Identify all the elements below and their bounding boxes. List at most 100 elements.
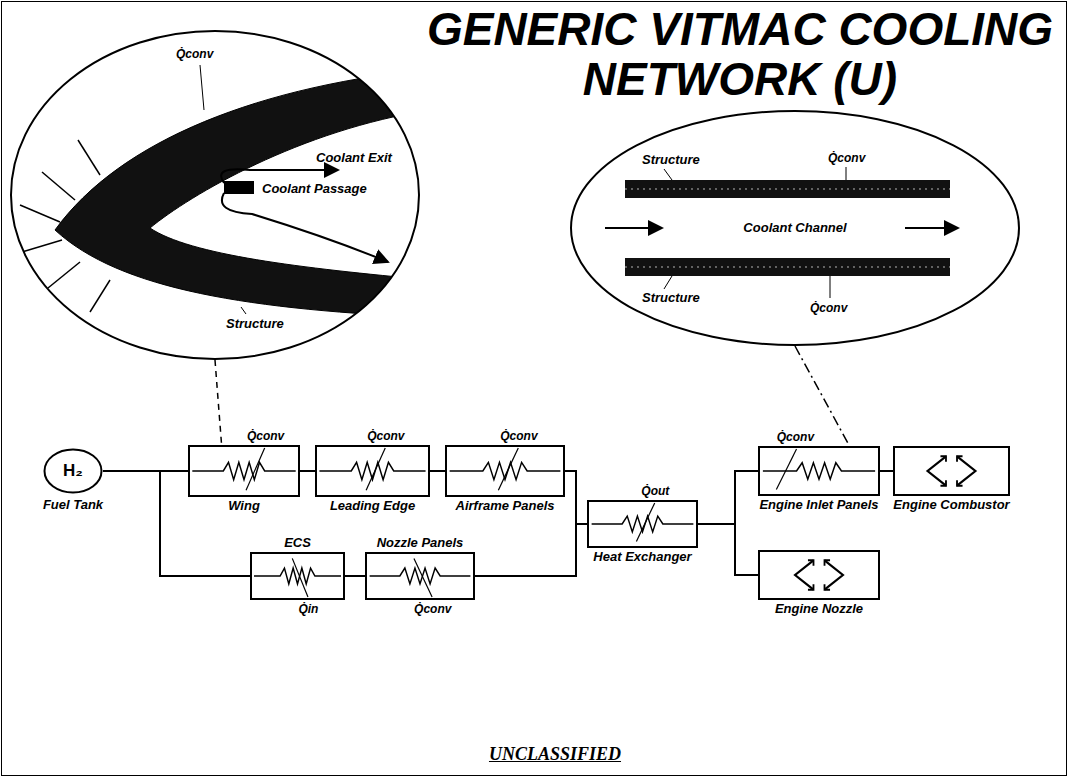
heat-load-label: Q̇conv [367,428,404,444]
coolant-flow-arrow [222,193,388,262]
component-name: ECS [284,535,311,551]
heat-flux-ray [42,172,75,200]
heat-flux-ray [78,140,100,175]
flow-arrowhead [940,456,946,462]
component-name: Nozzle Panels [377,535,464,551]
heat-load-box: Q̇convLeading Edge [315,445,430,497]
nozzle-symbol [928,456,946,485]
shape-outline [760,448,878,494]
component-name: Leading Edge [330,498,415,514]
inset-ellipse: Q̇convCoolant ExitCoolant PassageStructu… [10,30,420,360]
inset-label: Coolant Channel [743,220,846,236]
heat-flux-ray [22,240,62,252]
coolant-line [698,471,758,524]
inset-label: Q̇conv [176,46,213,62]
flow-arrowhead [957,480,963,486]
resistor-symbol [763,463,875,480]
flow-arrowhead [825,560,831,566]
diagram-title: GENERIC VITMAC COOLING NETWORK (U) [415,4,1065,104]
shape-outline [895,448,1008,494]
component-name: Fuel Tank [43,497,103,513]
nozzle-symbol [795,560,813,589]
leader-line [215,360,222,445]
coolant-line [300,470,315,472]
leader-line [830,276,831,298]
flow-arrowhead [808,584,814,590]
heat-load-pointer [776,449,796,489]
leader-line [664,276,672,289]
structure-wall [625,258,950,276]
inset-outline [571,111,1019,345]
component-name: Engine Nozzle [775,601,863,617]
inset-label: Coolant Exit [316,150,392,166]
classification-caption: UNCLASSIFIED [380,744,730,765]
shape-outline [367,554,473,598]
leading-edge-illustration [20,68,440,318]
flow-arrowhead [957,456,963,462]
leader-line [664,169,672,180]
heat-load-label: Q̇out [641,483,669,499]
coolant-line [698,524,758,575]
inset-label: Structure [226,316,284,332]
shape-outline [589,502,696,546]
coolant-flow-arrow [905,227,958,229]
heat-flux-ray [90,280,110,312]
coolant-passage [224,181,254,194]
heat-exchanger-box: Q̇outHeat Exchanger [587,500,698,548]
heat-load-label: Q̇conv [777,429,814,445]
structure-wall [625,180,950,198]
leader-line [200,65,204,110]
resistor-symbol [192,462,295,479]
coolant-flow-arrow [221,169,338,183]
heat-load-label: Q̇conv [500,428,537,444]
inset-label: Q̇conv [828,150,865,166]
coolant-line [565,471,587,524]
heat-load-pointer [498,448,518,490]
leader-line [241,307,246,314]
engine-box: Engine Nozzle [758,550,880,600]
component-name: Airframe Panels [456,498,555,514]
heat-load-box: ECSQ̇in [250,552,345,600]
engine-box: Engine Combustor [893,446,1010,496]
inset-outline [11,31,419,359]
heat-flux-ray [48,262,80,288]
heat-load-pointer [636,503,654,542]
component-name: Engine Inlet Panels [759,497,878,513]
tank-label: H₂ [63,461,83,481]
coolant-line [880,470,893,472]
heat-flux-ray [20,205,60,222]
shape-outline [252,554,343,598]
structure-shape [55,68,440,318]
component-name: Heat Exchanger [593,549,691,565]
heat-load-pointer [292,558,308,597]
shape-outline [760,552,878,598]
inset-label: Q̇conv [810,300,847,316]
wall-texture [625,184,950,194]
component-name: Engine Combustor [893,497,1009,513]
coolant-line [345,575,365,577]
heat-load-label: Q̇conv [414,601,451,617]
inset-label: Structure [642,290,700,306]
heat-load-pointer [366,448,385,490]
heat-load-label: Q̇in [298,601,318,617]
leader-line [846,167,847,180]
heat-load-label: Q̇conv [247,428,284,444]
heat-load-box: Nozzle PanelsQ̇conv [365,552,475,600]
heat-load-box: Q̇convEngine Inlet Panels [758,446,880,496]
coolant-line [475,524,587,576]
nozzle-symbol [825,560,843,589]
inset-label: Coolant Passage [262,181,367,197]
heat-load-box: Q̇convAirframe Panels [445,445,565,497]
shape-outline [447,447,563,495]
shape-outline [317,447,428,495]
heat-load-box: Q̇convWing [188,445,300,497]
inset-ellipse: StructureQ̇convCoolant ChannelStructureQ… [570,110,1020,346]
flow-arrowhead [940,480,946,486]
coolant-flow-arrow [605,227,662,229]
coolant-line [430,470,445,472]
heat-load-pointer [246,448,265,490]
nozzle-symbol [957,456,975,485]
